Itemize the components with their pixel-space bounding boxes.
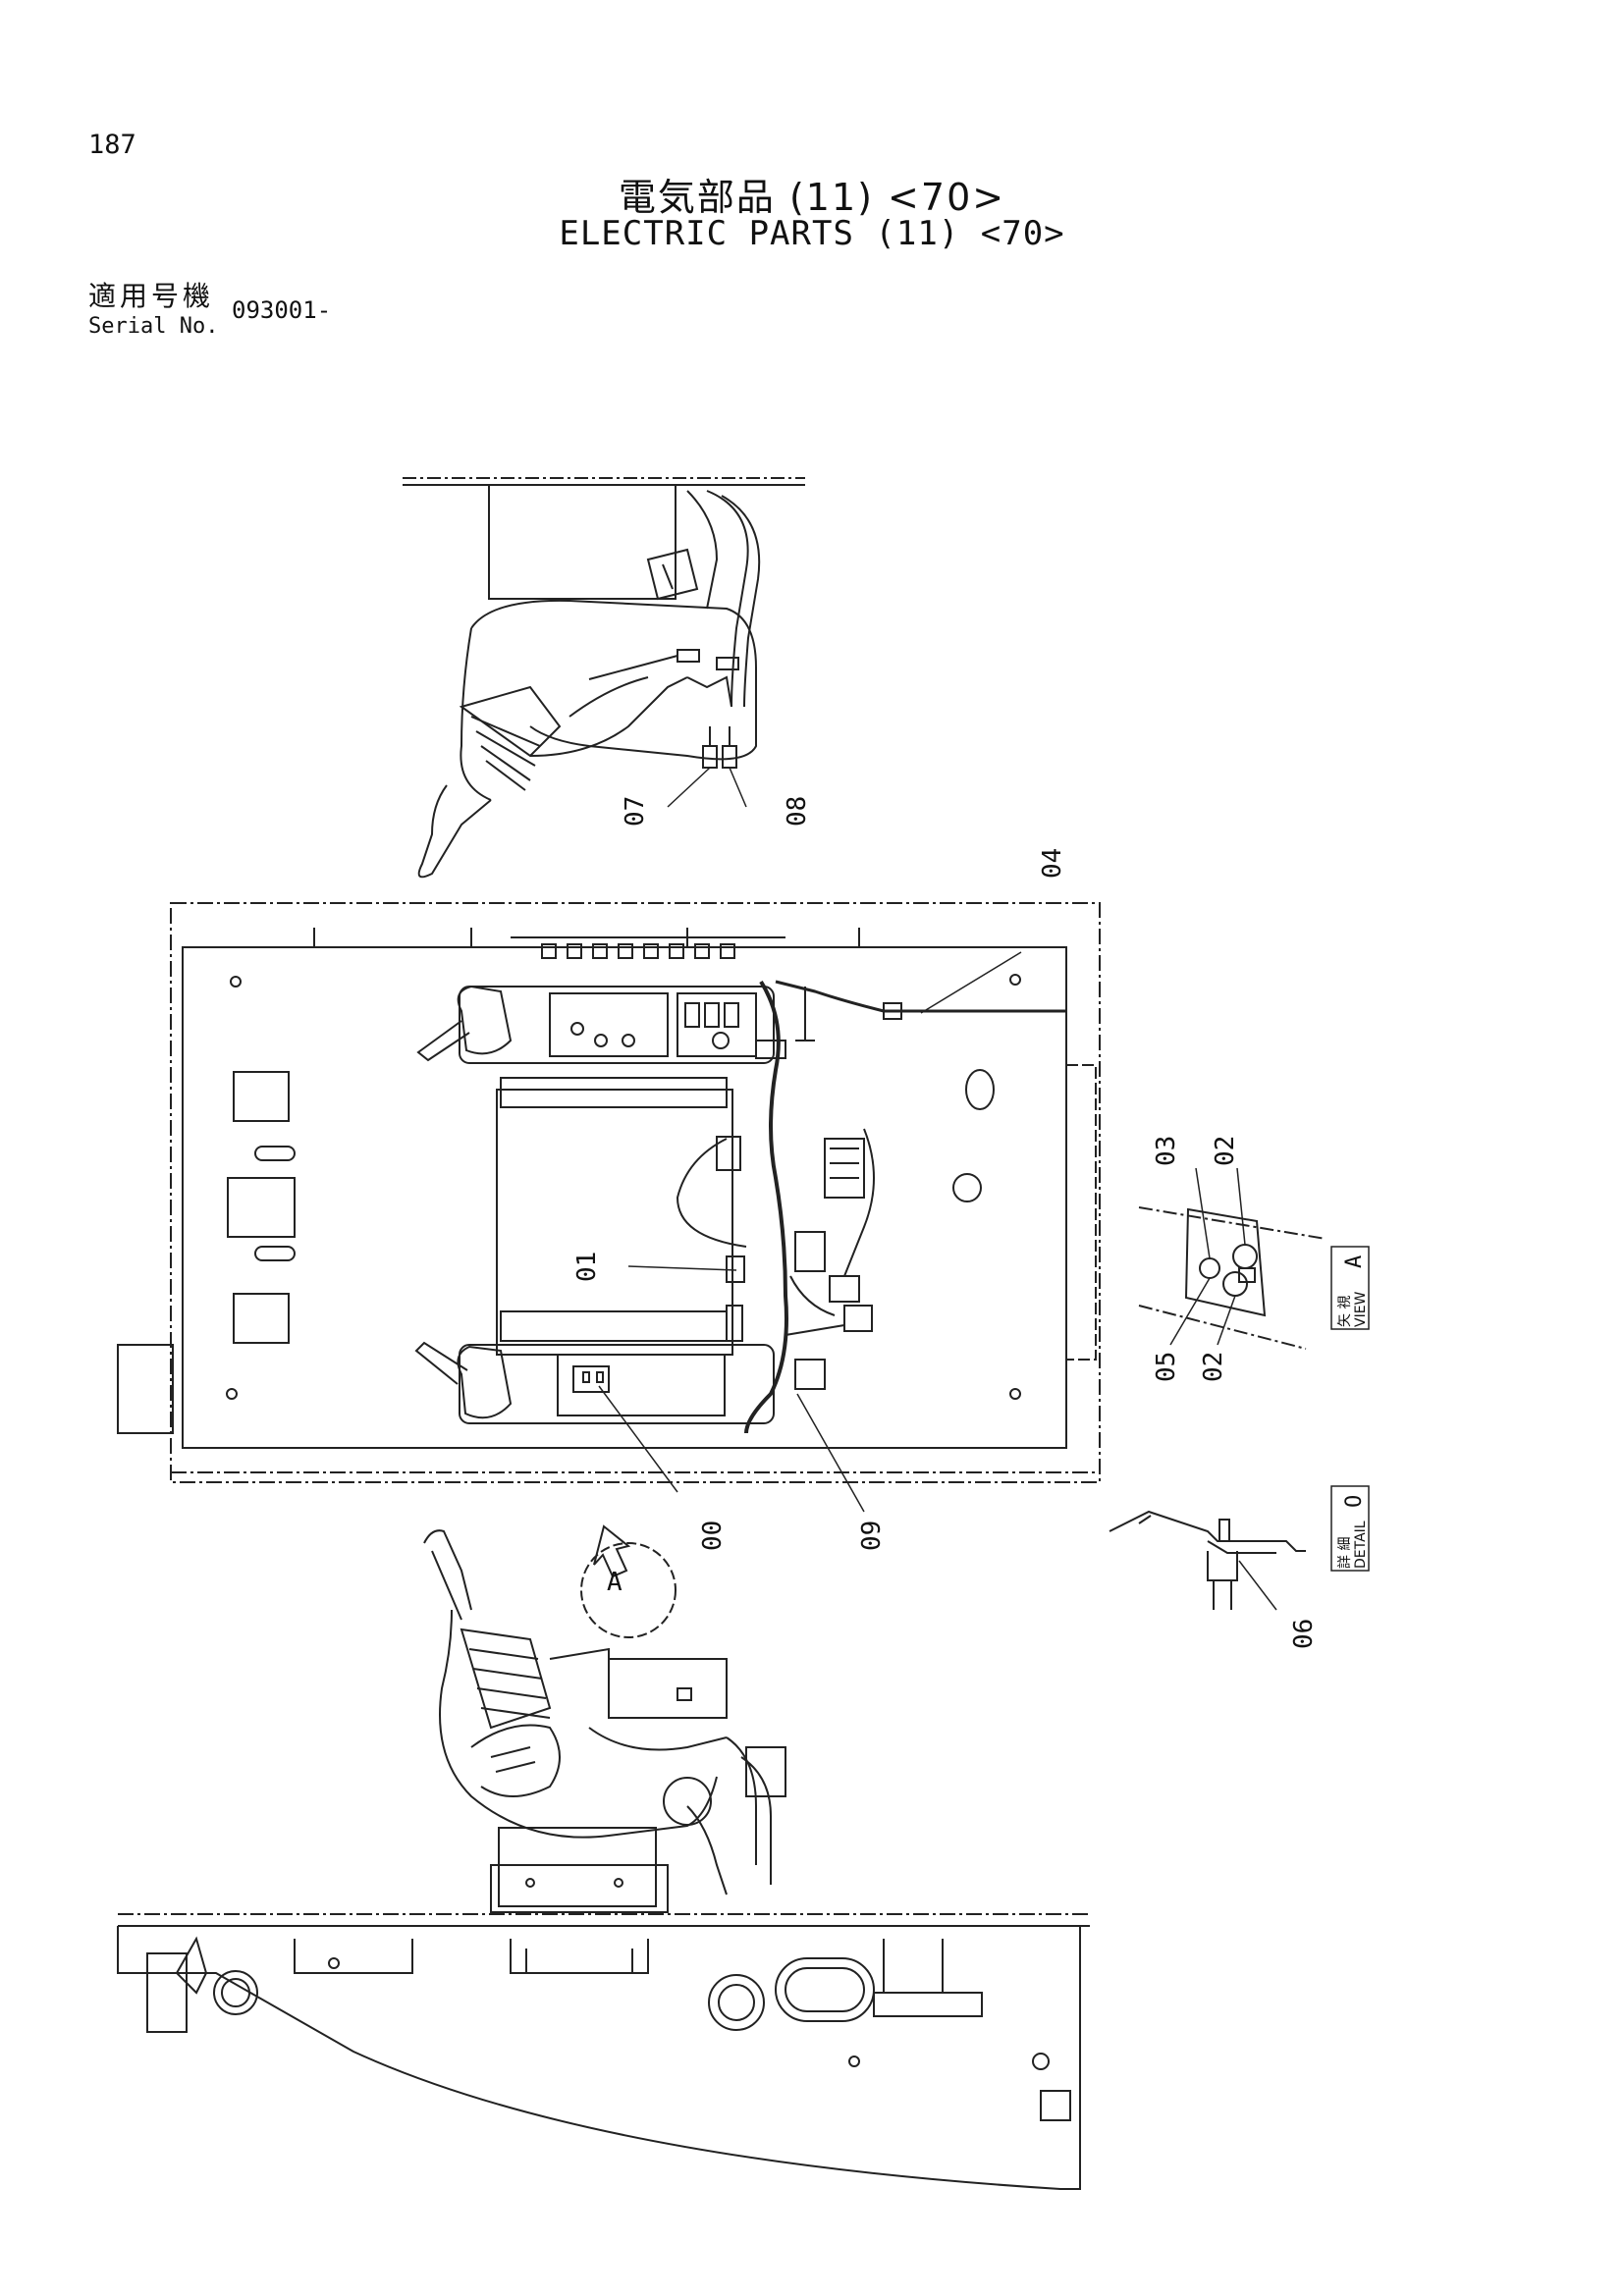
callout-06: 06	[1289, 1619, 1319, 1649]
callout-01: 01	[572, 1252, 602, 1282]
view-a-label-jp: 矢 視	[1337, 1296, 1353, 1327]
detail-o-view	[1109, 1485, 1370, 1611]
callout-05: 05	[1152, 1352, 1181, 1382]
page-number: 187	[88, 130, 136, 160]
arrow-a-label: A	[607, 1568, 623, 1597]
serial-label-jp: 適用号機	[88, 280, 215, 312]
floor-plan-view	[117, 902, 1101, 1513]
callout-08: 08	[783, 796, 812, 827]
page-title-jp: 電気部品 (11) <70>	[618, 176, 1006, 219]
callout-09: 09	[857, 1521, 887, 1551]
view-a-letter: A	[1342, 1255, 1367, 1268]
page-title-en: ELECTRIC PARTS (11) <70>	[559, 214, 1065, 253]
view-a-label-en: VIEW	[1353, 1291, 1369, 1327]
callout-02-bottom: 02	[1199, 1352, 1228, 1382]
detail-o-label-jp: 詳 細	[1337, 1537, 1353, 1569]
callout-03: 03	[1152, 1136, 1181, 1166]
side-seat-view	[117, 1524, 1090, 2190]
callout-07: 07	[621, 796, 650, 827]
view-a-detail	[1138, 1167, 1370, 1350]
callout-00: 00	[698, 1521, 728, 1551]
serial-value: 093001-	[232, 296, 332, 324]
detail-o-label-en: DETAIL	[1353, 1521, 1369, 1569]
callout-04: 04	[1038, 848, 1067, 879]
top-console-view	[403, 477, 805, 879]
serial-label-en: Serial No.	[88, 314, 219, 339]
detail-o-letter: O	[1342, 1495, 1367, 1508]
callout-02-top: 02	[1211, 1136, 1240, 1166]
